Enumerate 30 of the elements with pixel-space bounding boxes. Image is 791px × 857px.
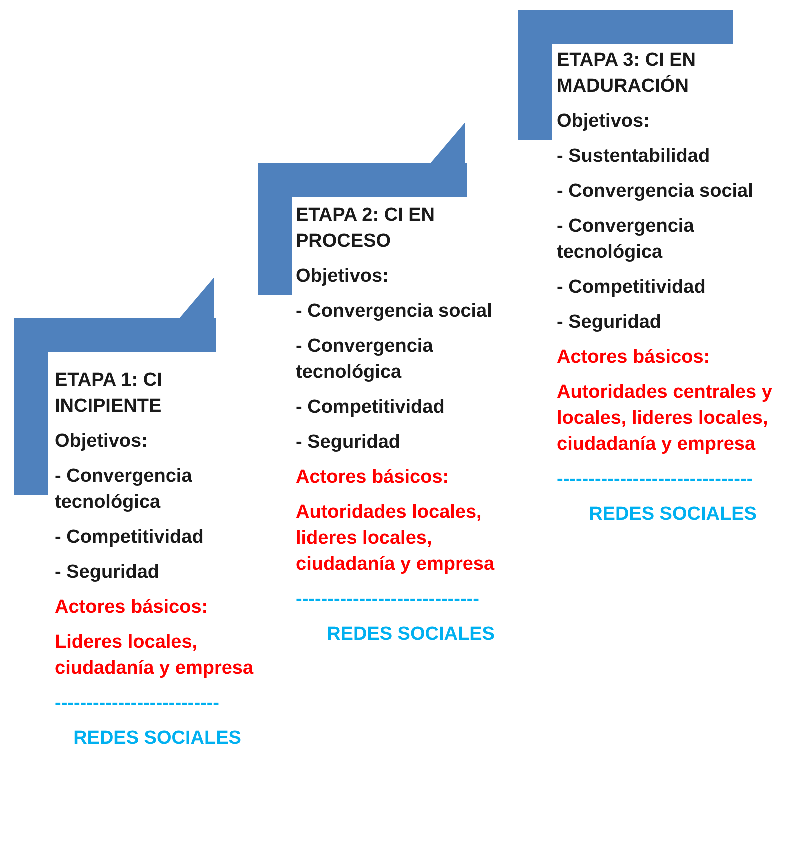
stage-heading: ETAPA 2: CI EN PROCESO bbox=[296, 204, 436, 254]
stage-heading: ETAPA 1: CI INCIPIENTE bbox=[55, 369, 164, 419]
list-item: - Convergencia social bbox=[296, 300, 494, 324]
list-item: - Seguridad bbox=[55, 561, 161, 585]
list-item: - Sustentabilidad bbox=[557, 145, 712, 169]
list-item: - Convergencia tecnológica bbox=[55, 465, 194, 515]
dashed-separator-text: ----------------------------- bbox=[296, 588, 480, 612]
list-item: - Competitividad bbox=[557, 276, 707, 300]
dashed-separator-text: ------------------------------- bbox=[557, 468, 754, 492]
actors-text: Autoridades centrales y locales, lideres locales, ciudadanía y empresa bbox=[557, 381, 774, 457]
list-item: - Seguridad bbox=[557, 311, 663, 335]
section-heading: Objetivos: bbox=[55, 430, 149, 454]
actors-text: Lideres locales, ciudadanía y empresa bbox=[55, 631, 255, 681]
section-heading: Actores básicos: bbox=[55, 596, 210, 620]
section-heading: Actores básicos: bbox=[296, 466, 450, 490]
section-heading: Actores básicos: bbox=[557, 346, 712, 370]
dashed-separator-text: -------------------------- bbox=[55, 692, 221, 716]
section-heading: Objetivos: bbox=[296, 265, 390, 289]
footer-text: REDES SOCIALES bbox=[72, 727, 242, 751]
list-item: - Convergencia tecnológica bbox=[296, 335, 434, 385]
list-item: - Competitividad bbox=[296, 396, 446, 420]
list-item: - Competitividad bbox=[55, 526, 205, 550]
actors-text: Autoridades locales, lideres locales, ciudadanía y empresa bbox=[296, 501, 496, 577]
stage-heading: ETAPA 3: CI EN MADURACIÓN bbox=[557, 49, 697, 99]
list-item: - Seguridad bbox=[296, 431, 402, 455]
list-item: - Convergencia tecnológica bbox=[557, 215, 696, 265]
footer-text: REDES SOCIALES bbox=[326, 623, 496, 647]
list-item: - Convergencia social bbox=[557, 180, 754, 204]
section-heading: Objetivos: bbox=[557, 110, 651, 134]
footer-text: REDES SOCIALES bbox=[588, 503, 758, 527]
